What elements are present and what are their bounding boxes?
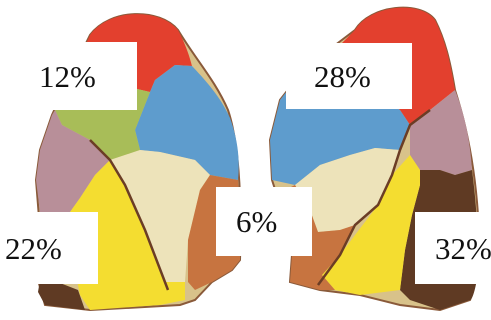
upper-right-percentage: 28% xyxy=(286,43,412,109)
center-percentage: 6% xyxy=(216,187,312,256)
upper-left-percentage: 12% xyxy=(17,42,137,110)
lower-left-percentage: 22% xyxy=(0,212,98,284)
lower-right-percentage: 32% xyxy=(415,212,491,284)
